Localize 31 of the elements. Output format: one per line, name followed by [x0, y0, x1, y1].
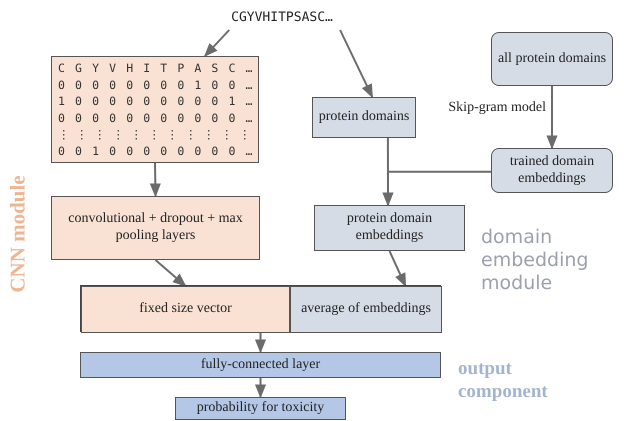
node-label: all protein domains [498, 50, 606, 68]
process-box [312, 97, 416, 138]
node-label: protein domain embeddings [346, 211, 434, 245]
matrix-row: 0 0 0 0 0 0 0 0 0 0 0 … [58, 110, 252, 126]
module-label: domain embedding module [481, 226, 590, 294]
node-label: probability for toxicity [196, 400, 324, 417]
module-label: output component [458, 358, 549, 404]
node-label: trained domain embeddings [508, 154, 596, 188]
layer-box [80, 352, 441, 378]
process-box [51, 196, 260, 260]
matrix-row: 0 0 1 0 0 0 0 0 0 0 0 … [58, 142, 252, 159]
node-label: CGYVHITPSASC… [231, 10, 333, 26]
matrix-row: 1 0 0 0 0 0 0 0 0 0 1 … [58, 93, 252, 110]
concatenated-vector-box [80, 285, 441, 332]
one-hot-matrix [51, 56, 259, 163]
module-label: CNN module [5, 175, 30, 293]
data-source-box [491, 32, 613, 86]
matrix-row: ⋮ ⋮ ⋮ ⋮ ⋮ ⋮ ⋮ ⋮ ⋮ ⋮ ⋮ [58, 126, 252, 142]
process-box [314, 205, 465, 251]
matrix-row: C G Y V H I T P A S C … [58, 60, 252, 76]
process-box [491, 148, 613, 193]
vector-box [290, 286, 442, 333]
vector-box [81, 286, 290, 333]
output-box [175, 397, 346, 420]
edge-label: Skip-gram model [448, 100, 546, 117]
node-label: average of embeddings [301, 301, 431, 318]
node-label: protein domains [318, 109, 410, 126]
node-label: convolutional + dropout + max pooling layers [67, 211, 244, 245]
node-label: fully-connected layer [200, 356, 320, 374]
matrix-row: 0 0 0 0 0 0 0 0 1 0 0 … [58, 76, 252, 93]
node-label: fixed size vector [139, 301, 232, 318]
